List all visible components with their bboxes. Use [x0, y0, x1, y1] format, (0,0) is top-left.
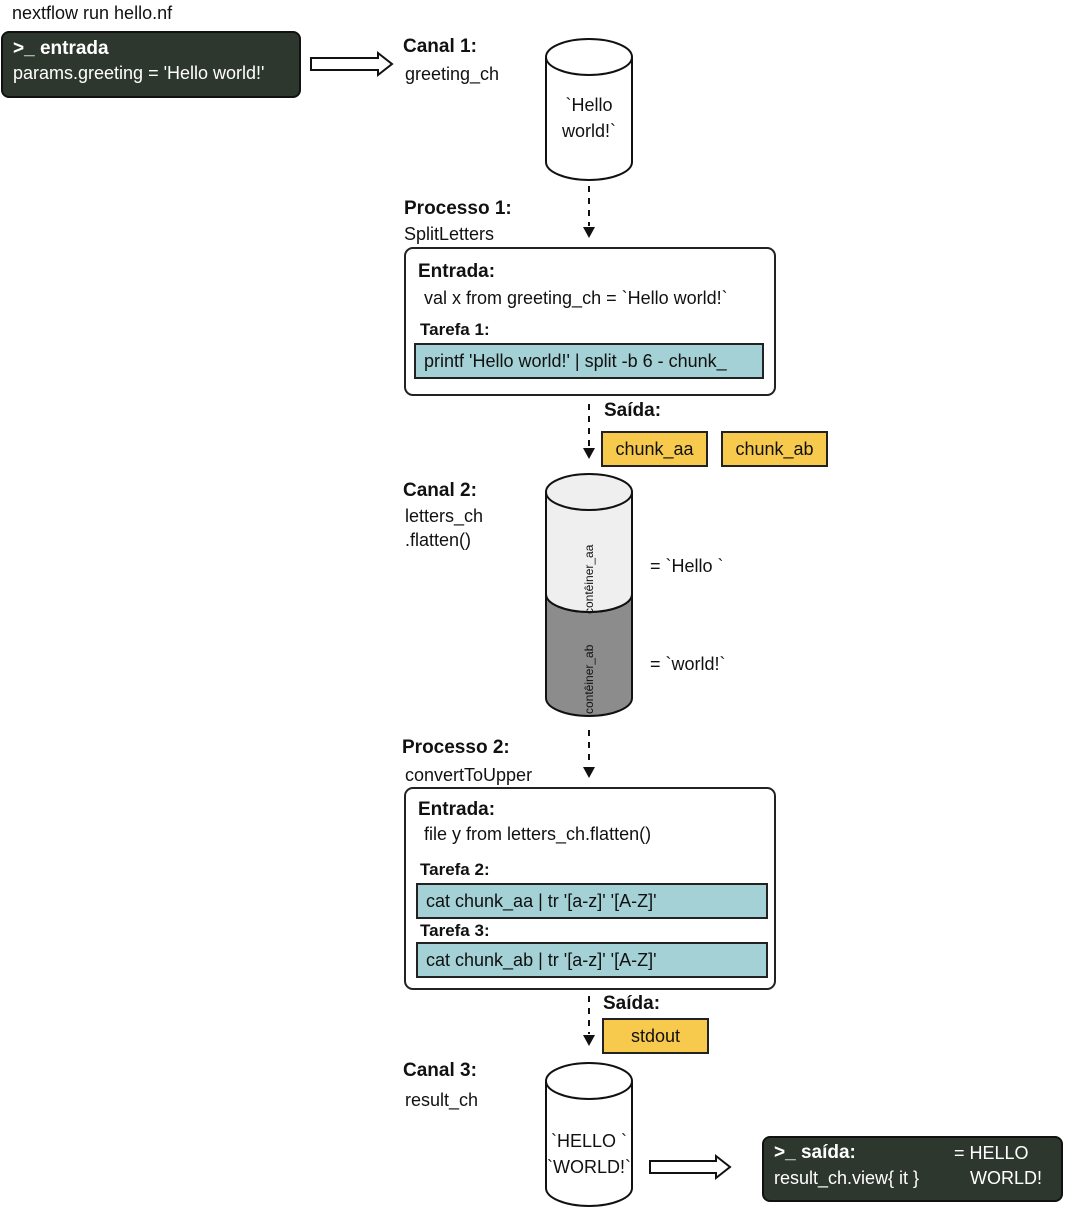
channel3-name: result_ch — [405, 1090, 479, 1110]
process2-task2-title: Tarefa 2: — [420, 860, 490, 879]
input-terminal: >_ entrada params.greeting = 'Hello worl… — [1, 31, 301, 98]
channel1-title: Canal 1: — [403, 36, 477, 57]
channel1-content: `Hello world!` — [546, 92, 632, 144]
input-terminal-line: params.greeting = 'Hello world!' — [13, 63, 265, 83]
channel1-content-line: `Hello — [565, 95, 613, 115]
output-chip-chunk-aa: chunk_aa — [601, 431, 708, 467]
input-terminal-title: >_ entrada — [13, 38, 109, 59]
output-terminal-title: >_ saída: — [774, 1142, 856, 1163]
process2-task3-command: cat chunk_ab | tr '[a-z]' '[A-Z]' — [416, 942, 768, 978]
process2-output-title: Saída: — [603, 993, 661, 1014]
process1-box: Entrada: val x from greeting_ch = `Hello… — [404, 247, 776, 396]
output-arrow — [649, 1153, 732, 1181]
dashed-arrow-3 — [583, 730, 595, 778]
output-chip-stdout: stdout — [602, 1018, 709, 1054]
input-arrow — [310, 50, 394, 78]
channel1-cylinder — [545, 38, 633, 181]
process1-input-title: Entrada: — [418, 261, 496, 282]
process2-task2-command: cat chunk_aa | tr '[a-z]' '[A-Z]' — [416, 883, 768, 919]
process1-task-title: Tarefa 1: — [420, 320, 490, 339]
dashed-arrow-4 — [583, 996, 595, 1046]
dashed-arrow-2 — [583, 404, 595, 459]
output-terminal-line: result_ch.view{ it } — [774, 1168, 920, 1188]
channel3-title: Canal 3: — [403, 1060, 477, 1081]
output-terminal: >_ saída: result_ch.view{ it } = HELLO W… — [762, 1136, 1063, 1202]
output-chip-chunk-ab: chunk_ab — [721, 431, 828, 467]
dashed-arrow-1 — [583, 186, 595, 238]
process1-name: SplitLetters — [404, 224, 495, 244]
process1-input-text: val x from greeting_ch = `Hello world!` — [424, 288, 728, 308]
container-ab-value: = `world!` — [650, 654, 726, 674]
output-terminal-result-line2: WORLD! — [970, 1168, 1042, 1188]
channel1-content-line: world!` — [561, 121, 616, 141]
channel2-name: letters_ch — [405, 506, 484, 526]
channel1-name: greeting_ch — [405, 64, 500, 84]
channel2-operator: .flatten() — [405, 530, 472, 550]
process1-title: Processo 1: — [404, 198, 512, 219]
process2-input-text: file y from letters_ch.flatten() — [424, 824, 652, 844]
process2-title: Processo 2: — [402, 737, 510, 758]
process2-box: Entrada: file y from letters_ch.flatten(… — [404, 787, 776, 990]
channel2-cylinder — [545, 473, 633, 717]
process2-input-title: Entrada: — [418, 799, 496, 820]
channel3-content: `HELLO ` `WORLD!` — [540, 1128, 638, 1180]
container-aa-label: contêiner_aa — [582, 544, 596, 614]
process2-name: convertToUpper — [405, 765, 533, 785]
channel3-content-line: `HELLO ` — [550, 1131, 628, 1151]
container-aa-value: = `Hello ` — [650, 556, 724, 576]
container-ab-label: contêiner_ab — [582, 644, 596, 714]
output-terminal-result-line1: = HELLO — [954, 1143, 1029, 1163]
command-text: nextflow run hello.nf — [12, 3, 173, 23]
process1-task-command: printf 'Hello world!' | split -b 6 - chu… — [414, 343, 764, 379]
channel2-title: Canal 2: — [403, 480, 477, 501]
process2-task3-title: Tarefa 3: — [420, 921, 490, 940]
process1-output-title: Saída: — [604, 400, 662, 421]
channel3-cylinder — [545, 1062, 633, 1207]
channel3-content-line: `WORLD!` — [547, 1157, 631, 1177]
